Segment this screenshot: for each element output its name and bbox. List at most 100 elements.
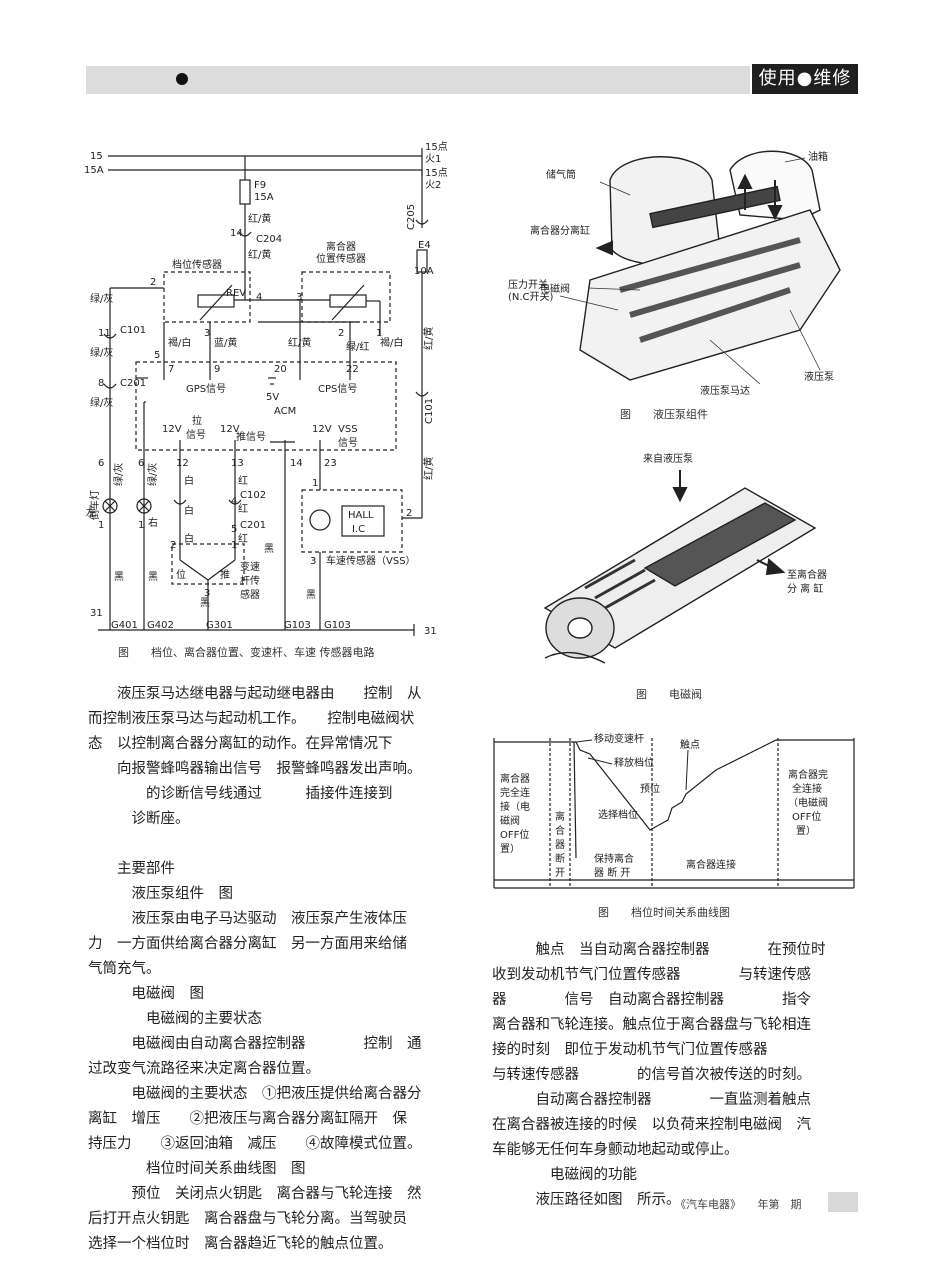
pin-number: 23 bbox=[324, 458, 337, 469]
wire-color: 红 bbox=[238, 474, 248, 487]
label-select-gear: 选择档位 bbox=[598, 808, 638, 821]
label-pump-motor: 液压泵马达 bbox=[700, 384, 750, 397]
text-line: 过改变气流路径来决定离合器位置。 bbox=[88, 1061, 320, 1077]
label-clutch-sensor: 离合器 bbox=[326, 240, 356, 253]
label-push: 推 bbox=[220, 568, 230, 581]
text-line: 气筒充气。 bbox=[88, 961, 161, 977]
label-ignition1: 火1 bbox=[425, 153, 441, 165]
pin-number: 4 bbox=[231, 496, 237, 507]
wire-color: 绿/灰 bbox=[90, 292, 113, 305]
label-shift-sensor: 杆传 bbox=[240, 575, 260, 587]
label-position: 位 bbox=[176, 568, 186, 581]
solenoid-valve-figure: 来自液压泵 至离合器 分 离 缸 bbox=[543, 452, 827, 664]
label-pump: 液压泵 bbox=[804, 370, 834, 383]
text-line: 选择一个档位时 离合器趋近飞轮的触点位置。 bbox=[88, 1236, 393, 1252]
wire-color: 绿/灰 bbox=[90, 396, 113, 409]
label-gear-sensor: 档位传感器 bbox=[172, 258, 222, 271]
label-e4: E4 bbox=[418, 240, 431, 251]
pin-number: 2 bbox=[338, 328, 344, 339]
label-c201: C201 bbox=[120, 378, 146, 389]
text-line: 触点 当自动离合器控制器 在预位时 bbox=[492, 942, 826, 958]
label-hold-disengaged: 器 断 开 bbox=[594, 866, 630, 879]
label-oil-tank: 油箱 bbox=[808, 150, 828, 163]
label-clutch-full-right: 全连接 bbox=[792, 782, 822, 795]
label-15-ignition: 15点 bbox=[425, 141, 448, 153]
label-push-signal: 推信号 bbox=[236, 430, 266, 443]
label-release-gear: 释放档位 bbox=[614, 756, 654, 769]
pin-number: 1 bbox=[138, 520, 144, 531]
text-line: 态 以控制离合器分离缸的动作。在异常情况下 bbox=[88, 736, 393, 752]
text-line: 档位时间关系曲线图 图 bbox=[88, 1161, 306, 1177]
label-15: 15 bbox=[90, 151, 103, 162]
wire-color: 白 bbox=[184, 532, 194, 545]
label-f9-amp: 15A bbox=[254, 192, 274, 203]
label-clutch-full: 置） bbox=[500, 843, 520, 855]
label-g402: G402 bbox=[147, 620, 174, 631]
pin-number: 11 bbox=[98, 328, 111, 339]
wire-color: 红 bbox=[238, 502, 248, 515]
label-12v: 12V bbox=[312, 424, 332, 435]
label-pressure-switch: 压力开关 bbox=[508, 278, 548, 291]
wire-color: 绿/灰 bbox=[146, 463, 159, 486]
text-line: 液压泵由电子马达驱动 液压泵产生液体压 bbox=[88, 911, 407, 927]
label-5v: 5V bbox=[266, 392, 279, 403]
label-signal: 信号 bbox=[338, 437, 358, 449]
wire-color: 白 bbox=[184, 504, 194, 517]
text-line: 液压泵马达继电器与起动继电器由 控制 从 bbox=[88, 686, 422, 702]
label-move-lever: 移动变速杆 bbox=[594, 732, 644, 745]
text-line: 主要部件 bbox=[88, 861, 175, 877]
pin-number: 3 bbox=[310, 556, 316, 567]
text-line: 的诊断信号线通过 插接件连接到 bbox=[88, 786, 393, 802]
label-31: 31 bbox=[424, 626, 437, 637]
label-clutch-full-right: OFF位 bbox=[792, 810, 821, 823]
circuit-caption: 图 档位、离合器位置、变速杆、车速 传感器电路 bbox=[118, 646, 375, 659]
text-line: 在离合器被连接的时候 以负荷来控制电磁阀 汽 bbox=[492, 1117, 811, 1133]
text-line: 电磁阀的主要状态 ①把液压提供给离合器分 bbox=[88, 1086, 422, 1102]
label-cylinder: 分 离 缸 bbox=[787, 582, 823, 595]
pin-number: 9 bbox=[214, 364, 220, 375]
pump-assembly-figure: 储气筒 油箱 离合器分离缸 电磁阀 压力开关 (N.C开关) 液压泵马达 液压泵 bbox=[508, 150, 841, 397]
wire-color: 蓝/黄 bbox=[214, 336, 237, 349]
footer-journal: 《汽车电器》 年第 期 bbox=[675, 1198, 802, 1211]
wire-color: 红/黄 bbox=[248, 248, 271, 261]
pin: 14 bbox=[230, 228, 243, 239]
label-c101: C101 bbox=[120, 325, 146, 336]
text-line: 电磁阀的主要状态 bbox=[88, 1011, 262, 1027]
label-g401: G401 bbox=[111, 620, 138, 631]
left-column-text: 液压泵马达继电器与起动继电器由 控制 从而控制液压泵马达与起动机工作。 控制电磁… bbox=[88, 682, 422, 1257]
wire-color: 红/黄 bbox=[422, 327, 435, 350]
label-g103: G103 bbox=[284, 620, 311, 631]
label-disengage: 合 bbox=[555, 824, 565, 837]
text-line: 诊断座。 bbox=[88, 811, 190, 827]
wire-color: 黑 bbox=[114, 571, 124, 583]
text-line: 后打开点火钥匙 离合器盘与飞轮分离。当驾驶员 bbox=[88, 1211, 407, 1227]
label-disengage: 开 bbox=[555, 868, 565, 879]
label-clutch-cylinder: 离合器分离缸 bbox=[530, 224, 590, 237]
wire-color: 黑 bbox=[200, 597, 210, 609]
label-from-pump: 来自液压泵 bbox=[643, 452, 693, 465]
wire-color: 黑 bbox=[306, 589, 316, 601]
label-15a: 15A bbox=[84, 165, 104, 176]
label-g103: G103 bbox=[324, 620, 351, 631]
timing-diagram: 移动变速杆 释放档位 触点 预位 选择档位 离合器 完全连 接（电 磁阀 OFF… bbox=[493, 732, 855, 889]
label-clutch-full: 完全连 bbox=[500, 786, 530, 799]
section-tag: 使用●维修 bbox=[752, 64, 858, 94]
pin-number: 14 bbox=[290, 458, 303, 469]
text-line: 电磁阀由自动离合器控制器 控制 通 bbox=[88, 1036, 422, 1052]
wire-color: 褐/白 bbox=[168, 336, 191, 349]
pin-number: 2 bbox=[150, 277, 156, 288]
wire-color: 白 bbox=[184, 474, 194, 487]
text-line: 电磁阀的功能 bbox=[492, 1167, 637, 1183]
pin-number: 22 bbox=[346, 364, 359, 375]
pin-number: 5 bbox=[231, 524, 237, 535]
right-column-text: 触点 当自动离合器控制器 在预位时收到发动机节气门位置传感器 与转速传感器 信号… bbox=[492, 938, 826, 1213]
label-c201: C201 bbox=[240, 520, 266, 531]
pump-caption: 图 液压泵组件 bbox=[620, 408, 708, 421]
pin-number: 5 bbox=[154, 350, 160, 361]
label-right: 右 bbox=[148, 516, 158, 529]
label-clutch-full: OFF位 bbox=[500, 828, 529, 841]
pin-number: 13 bbox=[231, 458, 244, 469]
label-c101: C101 bbox=[424, 398, 435, 424]
pin-number: 1 bbox=[98, 520, 104, 531]
page-number-box bbox=[828, 1192, 858, 1212]
